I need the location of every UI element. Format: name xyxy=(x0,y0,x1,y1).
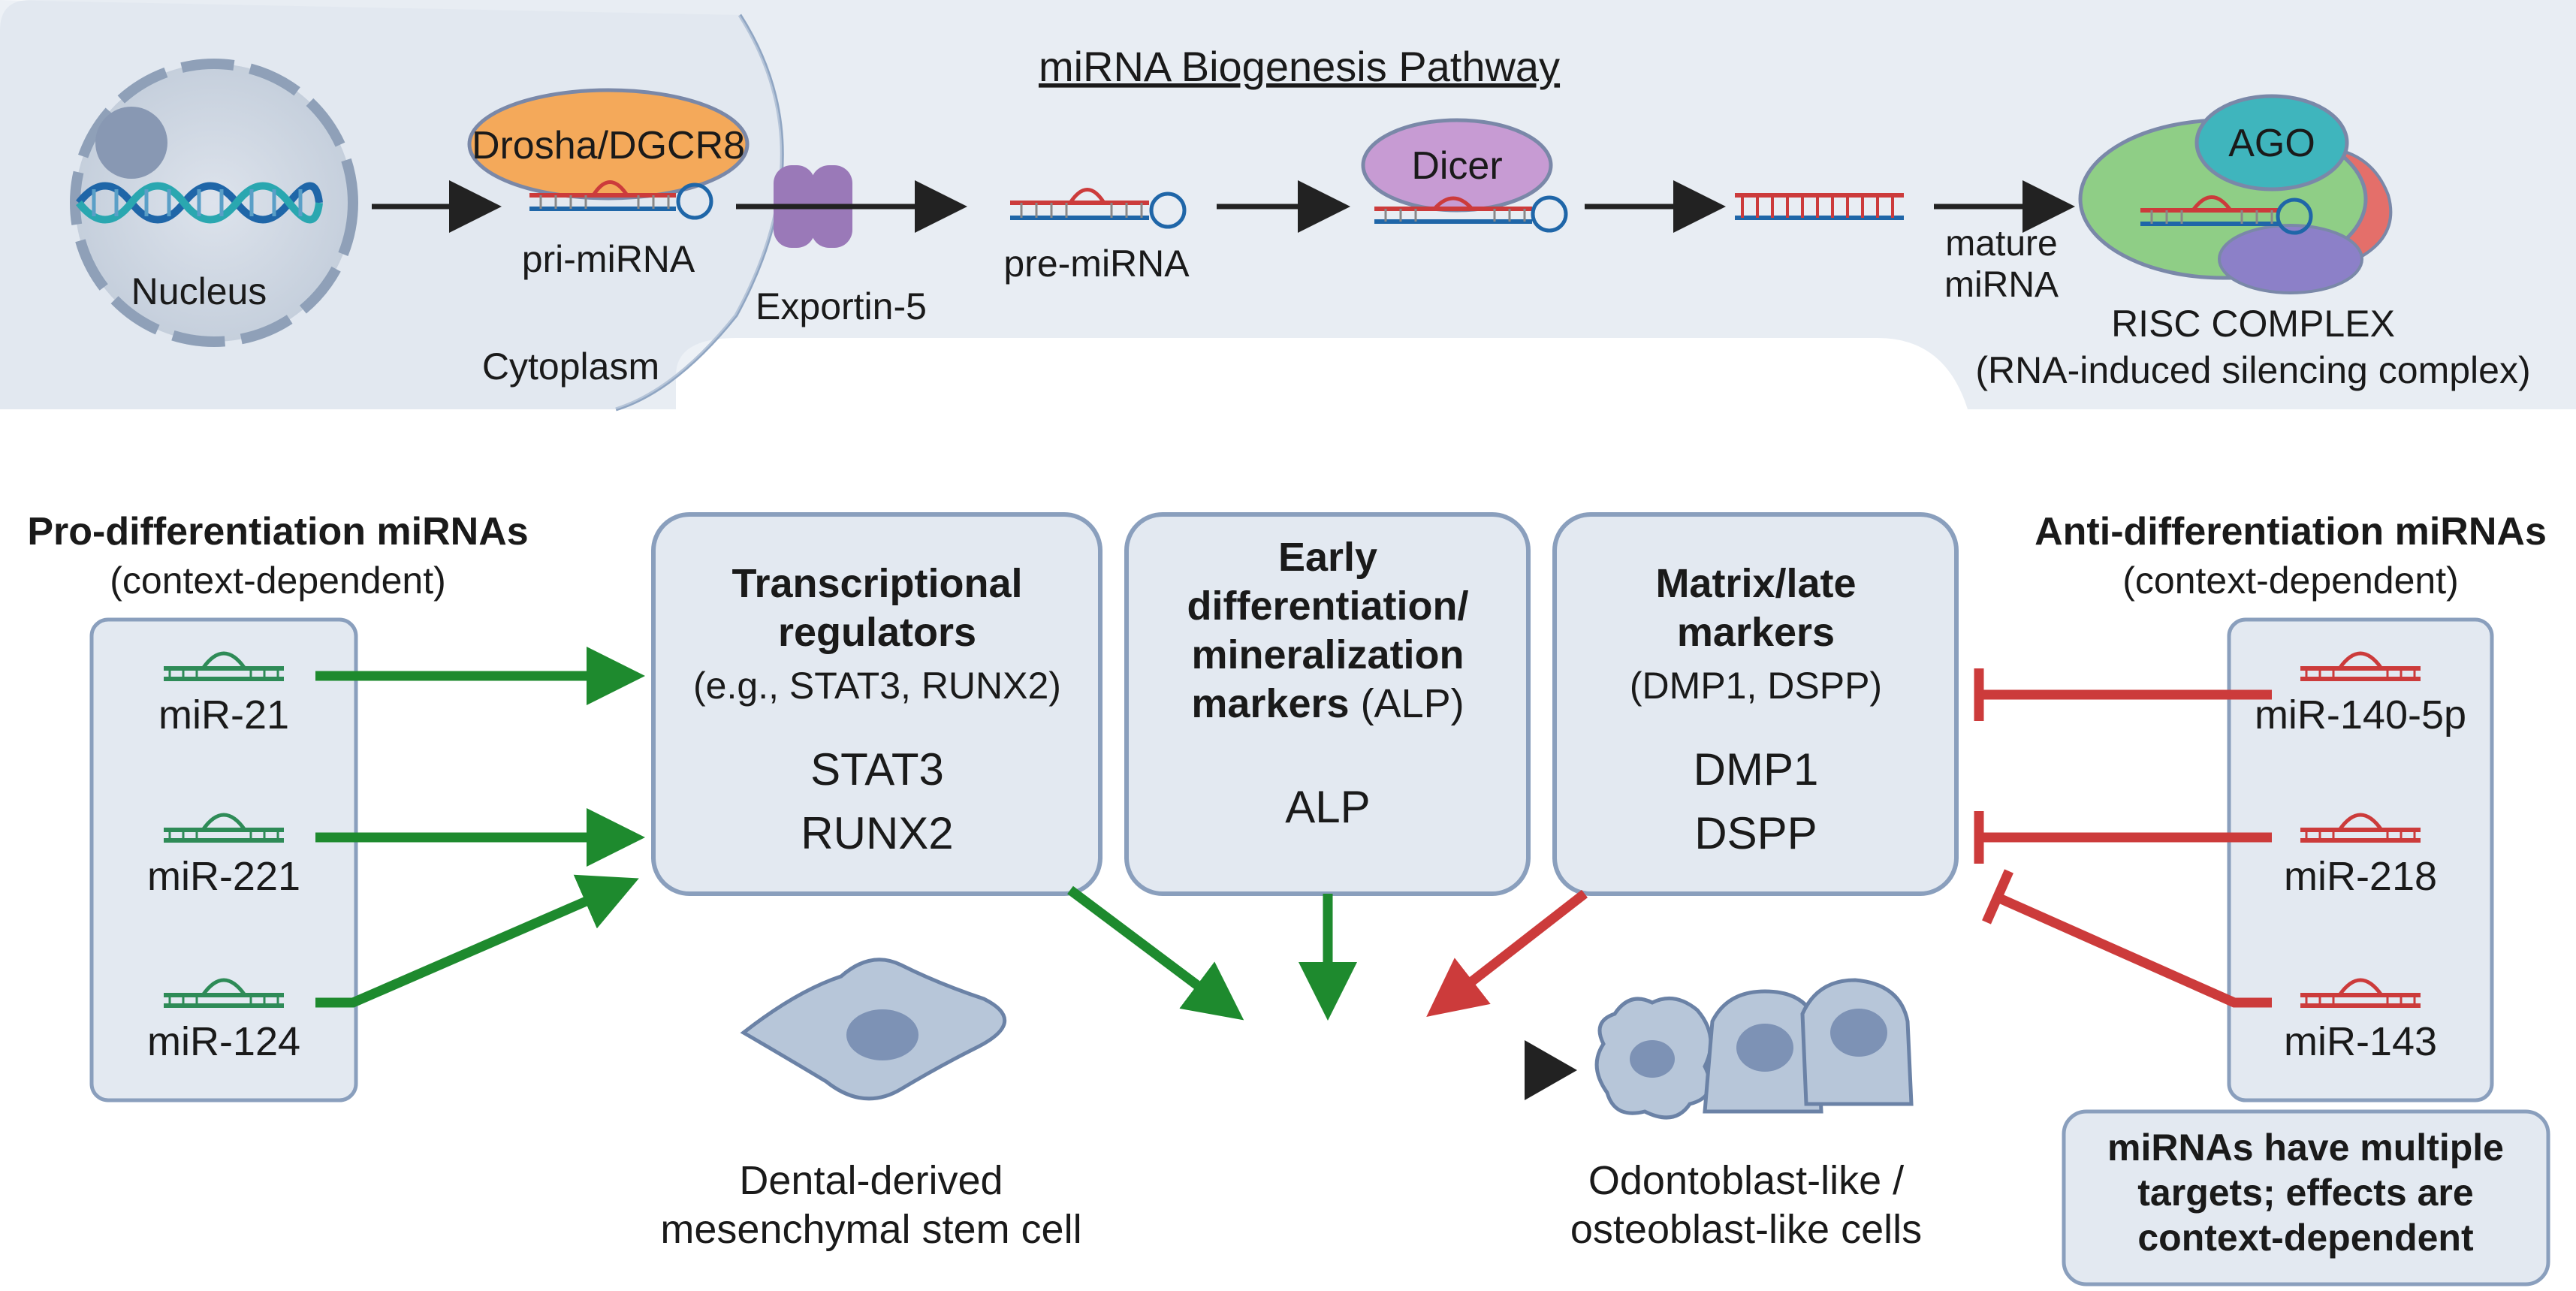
pri-mirna-label: pri-miRNA xyxy=(522,238,695,280)
anti-mirna-item: miR-218 xyxy=(2284,813,2437,899)
mature-label-1: mature xyxy=(1945,224,2057,264)
inhibit-mir143-bar xyxy=(1982,869,2013,925)
pre-mirna-label: pre-miRNA xyxy=(1003,243,1190,285)
pro-subtitle: (context-dependent) xyxy=(110,560,446,602)
context-note: miRNAs have multiple targets; effects ar… xyxy=(2062,1109,2550,1286)
lower-white-notch xyxy=(676,338,1968,409)
pro-mirna-list: miR-21 miR-221 miR-124 xyxy=(147,651,300,1064)
pri-mirna-icon xyxy=(529,180,713,220)
transcriptional-regulators-box: Transcriptional regulators (e.g., STAT3,… xyxy=(651,512,1102,896)
anti-mirna-list: miR-140-5p miR-218 miR-143 xyxy=(2255,651,2466,1064)
arrow-matrix-to-differentiation xyxy=(1426,889,1588,1017)
pre-mirna-icon xyxy=(1010,188,1187,229)
anti-mirna-label: miR-218 xyxy=(2284,854,2437,899)
gene-runx2: RUNX2 xyxy=(801,808,953,858)
matrix-markers-box: Matrix/late markers (DMP1, DSPP) DMP1 DS… xyxy=(1552,512,1959,896)
gene-dspp: DSPP xyxy=(1694,808,1817,858)
dicer-label: Dicer xyxy=(1411,144,1502,188)
mature-label-2: miRNA xyxy=(1944,265,2059,305)
pro-title: Pro-differentiation miRNAs xyxy=(27,510,528,554)
early-title-1: Early xyxy=(1278,535,1377,580)
early-title-4: markers (ALP) xyxy=(1191,681,1464,726)
mirna-hairpin-icon xyxy=(164,813,284,843)
inhibit-mir143-line xyxy=(1995,893,2272,1008)
pro-mirna-item: miR-21 xyxy=(158,651,289,737)
pro-mirna-item: miR-221 xyxy=(147,813,300,899)
nucleus-label: Nucleus xyxy=(131,270,267,312)
ago-label: AGO xyxy=(2228,122,2315,165)
early-title-4-normal: (ALP) xyxy=(1350,681,1464,726)
matrix-title-1: Matrix/late xyxy=(1655,561,1856,606)
nucleolus xyxy=(95,107,167,179)
dna-helix-icon xyxy=(76,182,323,224)
mirna-duplex-icon xyxy=(1735,193,1904,220)
pathway-title: miRNA Biogenesis Pathway xyxy=(1039,43,1560,90)
odontoblast-label-1: Odontoblast-like / xyxy=(1588,1158,1904,1203)
stem-cell-icon xyxy=(740,958,1007,1101)
pro-mirna-label: miR-124 xyxy=(147,1019,300,1064)
anti-mirna-item: miR-143 xyxy=(2284,978,2437,1064)
transcriptional-subtitle: (e.g., STAT3, RUNX2) xyxy=(693,665,1061,707)
anti-subtitle: (context-dependent) xyxy=(2122,560,2459,602)
nucleus: Nucleus xyxy=(70,59,358,347)
anti-mirna-item: miR-140-5p xyxy=(2255,651,2466,737)
note-line-2: targets; effects are xyxy=(2137,1172,2473,1214)
exportin-label: Exportin-5 xyxy=(756,285,927,327)
pro-mirna-item: miR-124 xyxy=(147,978,300,1064)
pro-arrows xyxy=(315,647,1357,1021)
odontoblast-cells-icon xyxy=(1594,978,1914,1120)
pro-mirna-label: miR-221 xyxy=(147,854,300,899)
mirna-hairpin-icon xyxy=(2300,978,2421,1008)
pro-mirna-box xyxy=(89,617,358,1102)
differentiation-arrowhead xyxy=(1525,1040,1577,1100)
gene-stat3: STAT3 xyxy=(810,744,944,795)
dicer-complex: Dicer xyxy=(1361,118,1568,233)
transcriptional-title-1: Transcriptional xyxy=(731,561,1022,606)
anti-mirna-label: miR-143 xyxy=(2284,1019,2437,1064)
stem-cell-label-1: Dental-derived xyxy=(739,1158,1003,1203)
early-title-4-bold: markers xyxy=(1191,681,1349,726)
note-line-3: context-dependent xyxy=(2137,1217,2474,1259)
risc-complex: AGO xyxy=(2078,94,2393,294)
anti-inhibitors xyxy=(1426,668,2272,1017)
early-title-3: mineralization xyxy=(1191,632,1464,677)
risc-label-1: RISC COMPLEX xyxy=(2111,303,2395,345)
early-title-2: differentiation/ xyxy=(1187,584,1469,629)
matrix-title-2: markers xyxy=(1677,610,1835,655)
anti-mirna-label: miR-140-5p xyxy=(2255,692,2466,737)
cytoplasm-label: Cytoplasm xyxy=(482,345,659,388)
gene-alp: ALP xyxy=(1285,782,1370,832)
gene-dmp1: DMP1 xyxy=(1694,744,1819,795)
early-markers-box: Early differentiation/ mineralization ma… xyxy=(1124,512,1531,896)
risc-label-2: (RNA-induced silencing complex) xyxy=(1975,349,2530,391)
anti-mirna-box xyxy=(2227,617,2494,1102)
transcriptional-title-2: regulators xyxy=(778,610,976,655)
pro-mirna-label: miR-21 xyxy=(158,692,289,737)
anti-title: Anti-differentiation miRNAs xyxy=(2035,510,2547,554)
mirna-hairpin-icon xyxy=(2300,651,2421,681)
odontoblast-label-2: osteoblast-like cells xyxy=(1570,1207,1922,1252)
arrow-mir124-to-regulators xyxy=(315,874,639,1008)
arrow-regulators-to-differentiation xyxy=(1067,885,1244,1021)
matrix-subtitle: (DMP1, DSPP) xyxy=(1630,665,1882,707)
note-line-1: miRNAs have multiple xyxy=(2107,1127,2504,1169)
mirna-hairpin-icon xyxy=(164,651,284,681)
stem-cell-label-2: mesenchymal stem cell xyxy=(660,1207,1081,1252)
drosha-complex: Drosha/DGCR8 xyxy=(467,88,750,201)
mirna-hairpin-icon xyxy=(164,978,284,1008)
biogenesis-panel: miRNA Biogenesis Pathway Nucleus Cytopla… xyxy=(0,0,2576,412)
drosha-label: Drosha/DGCR8 xyxy=(472,124,745,167)
ago-protein xyxy=(2194,94,2349,192)
mirna-hairpin-icon xyxy=(2300,813,2421,843)
